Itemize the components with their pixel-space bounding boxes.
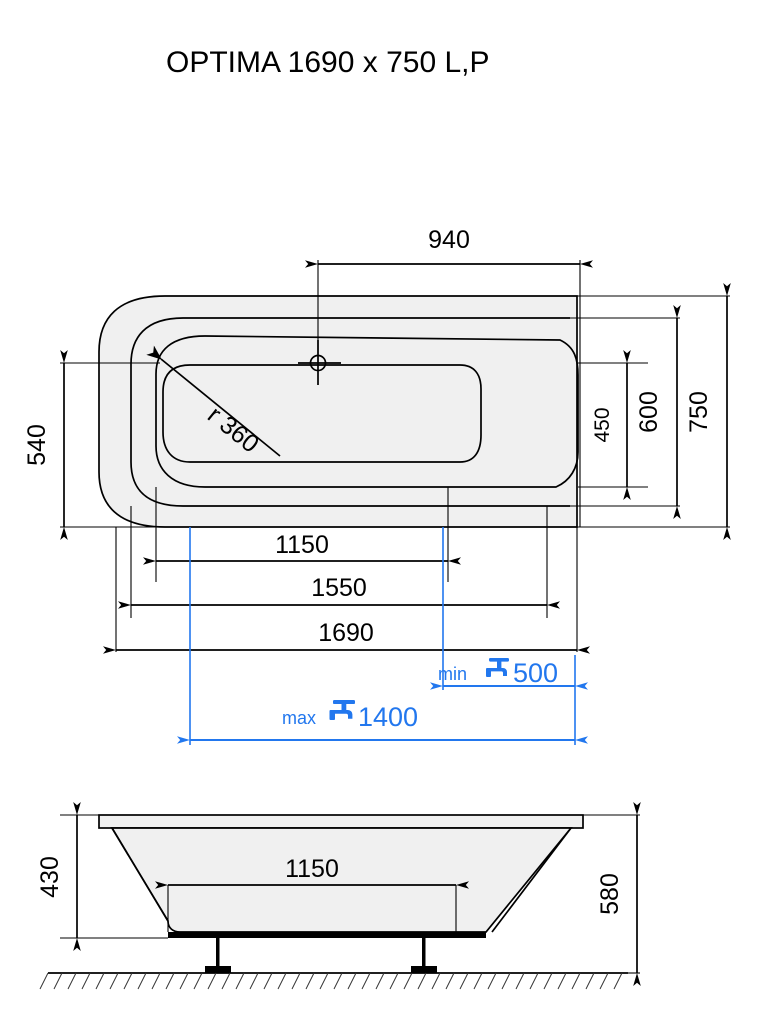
dimension-min-500: min 500 bbox=[430, 658, 588, 690]
dimension-1690: 1690 bbox=[103, 619, 590, 654]
page-title: OPTIMA 1690 x 750 L,P bbox=[166, 46, 490, 79]
dimension-580: 580 bbox=[596, 802, 641, 986]
elevation-base-bar bbox=[168, 932, 486, 938]
hatched-floor-line bbox=[39, 972, 628, 990]
elevation-right-slope bbox=[491, 827, 572, 933]
max-value: 1400 bbox=[358, 702, 418, 732]
elevation-rim-slab bbox=[98, 814, 584, 829]
plumbing-dimensions: min 500 max bbox=[177, 527, 588, 745]
bath-outer-rim bbox=[98, 295, 578, 528]
dimension-1550-label: 1550 bbox=[311, 574, 367, 602]
dimension-540: 540 bbox=[23, 350, 68, 540]
dimension-1150-elevation: 1150 bbox=[155, 855, 469, 932]
dimension-max-1400: max 1400 bbox=[177, 700, 588, 744]
bath-basin-rim bbox=[155, 335, 579, 488]
dimension-1150-plan: 1150 bbox=[143, 531, 461, 565]
dimension-540-label: 540 bbox=[23, 424, 51, 466]
dimension-430: 430 bbox=[36, 802, 81, 951]
dimension-600: 600 bbox=[635, 305, 681, 519]
elevation-left-slope bbox=[111, 827, 169, 922]
dimension-940: 940 bbox=[305, 226, 593, 268]
elevation-bath-body bbox=[110, 827, 573, 933]
elevation-view-group: 430 1150 580 bbox=[36, 802, 641, 990]
faucet-icon bbox=[486, 658, 509, 677]
bath-inner-flange bbox=[130, 317, 570, 507]
dimension-450: 450 bbox=[591, 350, 631, 500]
dimension-1690-label: 1690 bbox=[318, 619, 374, 647]
support-legs bbox=[205, 938, 437, 973]
dimension-750-label: 750 bbox=[685, 391, 713, 433]
dimension-450-label: 450 bbox=[591, 407, 614, 442]
min-value: 500 bbox=[513, 658, 558, 688]
max-label: max bbox=[282, 708, 316, 728]
dimension-1150-plan-label: 1150 bbox=[275, 531, 329, 559]
dimension-750: 750 bbox=[685, 283, 731, 540]
bath-basin-floor bbox=[162, 364, 482, 463]
dimension-1150-elevation-label: 1150 bbox=[285, 855, 339, 883]
plan-view-group: r 360 940 bbox=[23, 226, 731, 745]
plan-extension-lines bbox=[60, 260, 730, 652]
dimension-1550: 1550 bbox=[118, 574, 560, 609]
dimension-600-label: 600 bbox=[635, 391, 663, 433]
dimension-580-label: 580 bbox=[596, 873, 624, 915]
min-label: min bbox=[438, 664, 467, 684]
dimension-430-label: 430 bbox=[36, 856, 64, 898]
faucet-icon bbox=[329, 700, 355, 720]
dimension-940-label: 940 bbox=[428, 226, 470, 254]
